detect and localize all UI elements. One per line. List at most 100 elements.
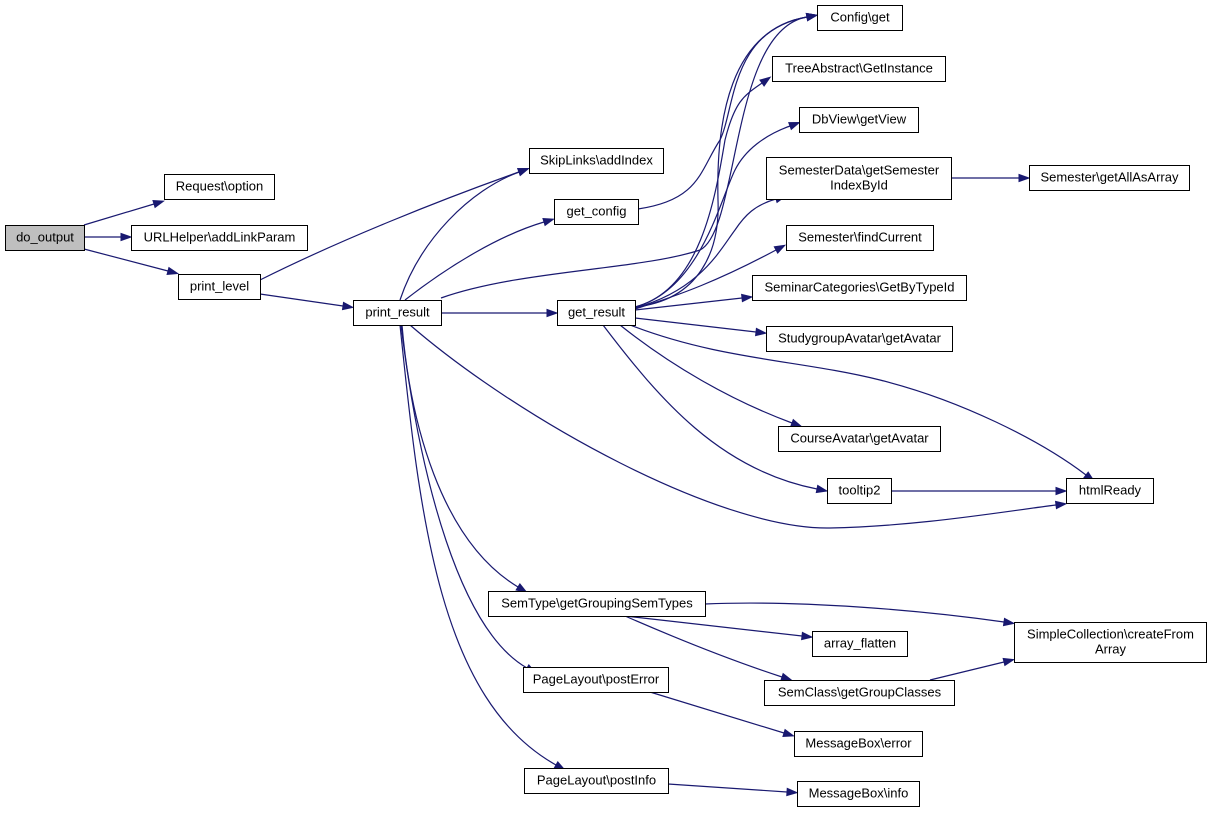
node-semtype_getgroupingsemtypes[interactable]: SemType\getGroupingSemTypes <box>488 591 706 617</box>
node-seminarcategories_getbytypeid[interactable]: SeminarCategories\GetByTypeId <box>752 275 967 301</box>
arrowhead-get_result-to-courseavatar_getavatar <box>790 418 803 428</box>
node-box-array_flatten[interactable] <box>812 631 908 657</box>
node-label-treeabstract_getinstance: TreeAbstract\GetInstance <box>785 60 933 75</box>
edge-get_result-to-studygroupavatar_getavatar <box>634 317 757 333</box>
node-box-do_output[interactable] <box>5 225 85 251</box>
arrowhead-get_result-to-config_get <box>805 12 819 22</box>
node-box-config_get[interactable] <box>817 5 903 31</box>
node-label-messagebox_info: MessageBox\info <box>809 785 909 800</box>
edge-do_output-to-request_option <box>83 203 155 226</box>
node-pagelayout_posterror[interactable]: PageLayout\postError <box>523 667 669 693</box>
node-config_get[interactable]: Config\get <box>817 5 903 31</box>
call-graph-nodes: do_output Request\optionURLHelper\addLink… <box>5 5 1207 807</box>
node-box-simplecollection_createfromarray[interactable] <box>1014 622 1207 663</box>
node-box-skiplinks_addindex[interactable] <box>529 148 664 174</box>
node-box-semesterdata_getsemesterindexbyid[interactable] <box>766 157 952 200</box>
node-dbview_getview[interactable]: DbView\getView <box>799 107 919 133</box>
edge-get_result-to-htmlready <box>629 324 1087 476</box>
edge-print_result-to-htmlready <box>409 324 1057 529</box>
node-messagebox_info[interactable]: MessageBox\info <box>797 781 920 807</box>
arrowhead-print_result-to-semtype_getgroupingsemtypes <box>515 583 528 593</box>
node-box-print_result[interactable] <box>353 300 442 326</box>
node-box-studygroupavatar_getavatar[interactable] <box>766 326 953 352</box>
node-semester_getallasarray[interactable]: Semester\getAllAsArray <box>1029 165 1190 191</box>
node-label-studygroupavatar_getavatar: StudygroupAvatar\getAvatar <box>778 330 942 345</box>
node-box-treeabstract_getinstance[interactable] <box>772 56 946 82</box>
node-label-get_result: get_result <box>568 304 625 319</box>
edge-print_result-to-pagelayout_postinfo <box>399 324 557 766</box>
node-label-simplecollection_createfromarray-line-0: SimpleCollection\createFrom <box>1027 626 1194 641</box>
node-label-request_option: Request\option <box>176 178 263 193</box>
node-label-array_flatten: array_flatten <box>824 635 896 650</box>
node-box-semester_getallasarray[interactable] <box>1029 165 1190 191</box>
node-box-seminarcategories_getbytypeid[interactable] <box>752 275 967 301</box>
node-studygroupavatar_getavatar[interactable]: StudygroupAvatar\getAvatar <box>766 326 953 352</box>
node-label-semesterdata_getsemesterindexbyid-line-1: IndexById <box>830 177 888 192</box>
edge-get_result-to-config_get <box>634 16 808 308</box>
node-box-tooltip2[interactable] <box>827 478 892 504</box>
node-box-messagebox_error[interactable] <box>794 731 923 757</box>
edge-print_result-to-pagelayout_posterror <box>400 324 528 669</box>
arrowhead-get_result-to-semester_findcurrent <box>773 244 787 255</box>
edge-semtype_getgroupingsemtypes-to-simplecollection_createfromarray <box>704 602 1005 623</box>
node-semclass_getgroupclasses[interactable]: SemClass\getGroupClasses <box>764 680 955 706</box>
node-get_result[interactable]: get_result <box>557 300 636 326</box>
arrowhead-print_result-to-get_config <box>542 218 555 227</box>
node-print_level[interactable]: print_level <box>178 274 261 300</box>
node-urlhelper_addlinkparam[interactable]: URLHelper\addLinkParam <box>131 225 308 251</box>
node-label-htmlready: htmlReady <box>1079 482 1142 497</box>
arrowhead-print_result-to-skiplinks_addindex <box>517 167 530 177</box>
node-label-tooltip2: tooltip2 <box>839 482 881 497</box>
arrowhead-tooltip2-to-htmlready <box>1055 486 1068 496</box>
node-courseavatar_getavatar[interactable]: CourseAvatar\getAvatar <box>778 426 941 452</box>
edge-print_result-to-get_config <box>404 221 545 301</box>
edge-get_result-to-treeabstract_getinstance <box>634 82 763 308</box>
node-box-urlhelper_addlinkparam[interactable] <box>131 225 308 251</box>
edge-semtype_getgroupingsemtypes-to-semclass_getgroupclasses <box>624 615 783 678</box>
edge-do_output-to-print_level <box>83 248 169 272</box>
node-box-dbview_getview[interactable] <box>799 107 919 133</box>
edge-print_level-to-print_result <box>259 293 344 307</box>
node-box-get_result[interactable] <box>557 300 636 326</box>
node-box-get_config[interactable] <box>554 199 639 225</box>
arrowhead-semtype_getgroupingsemtypes-to-simplecollection_createfromarray <box>1002 617 1016 627</box>
node-label-print_level: print_level <box>190 278 249 293</box>
node-label-semester_getallasarray: Semester\getAllAsArray <box>1041 169 1179 184</box>
arrowhead-pagelayout_posterror-to-messagebox_error <box>782 728 795 737</box>
arrowhead-print_result-to-htmlready <box>1054 500 1068 510</box>
node-tooltip2[interactable]: tooltip2 <box>827 478 892 504</box>
node-box-semtype_getgroupingsemtypes[interactable] <box>488 591 706 617</box>
node-box-htmlready[interactable] <box>1066 478 1154 504</box>
node-htmlready[interactable]: htmlReady <box>1066 478 1154 504</box>
node-label-get_config: get_config <box>567 203 627 218</box>
node-label-semtype_getgroupingsemtypes: SemType\getGroupingSemTypes <box>501 595 693 610</box>
node-box-semester_findcurrent[interactable] <box>786 225 934 251</box>
node-box-semclass_getgroupclasses[interactable] <box>764 680 955 706</box>
node-label-urlhelper_addlinkparam: URLHelper\addLinkParam <box>144 229 296 244</box>
node-pagelayout_postinfo[interactable]: PageLayout\postInfo <box>524 768 669 794</box>
node-skiplinks_addindex[interactable]: SkipLinks\addIndex <box>529 148 664 174</box>
arrowhead-semtype_getgroupingsemtypes-to-semclass_getgroupclasses <box>780 672 793 681</box>
node-get_config[interactable]: get_config <box>554 199 639 225</box>
node-box-pagelayout_postinfo[interactable] <box>524 768 669 794</box>
node-treeabstract_getinstance[interactable]: TreeAbstract\GetInstance <box>772 56 946 82</box>
node-print_result[interactable]: print_result <box>353 300 442 326</box>
node-label-semesterdata_getsemesterindexbyid-line-0: SemesterData\getSemester <box>779 162 940 177</box>
edge-semclass_getgroupclasses-to-simplecollection_createfromarray <box>929 661 1005 681</box>
node-box-pagelayout_posterror[interactable] <box>523 667 669 693</box>
node-box-request_option[interactable] <box>164 174 275 200</box>
arrowhead-do_output-to-urlhelper_addlinkparam <box>120 232 133 242</box>
node-messagebox_error[interactable]: MessageBox\error <box>794 731 923 757</box>
node-box-courseavatar_getavatar[interactable] <box>778 426 941 452</box>
arrowhead-print_level-to-print_result <box>341 301 355 311</box>
node-semester_findcurrent[interactable]: Semester\findCurrent <box>786 225 934 251</box>
node-array_flatten[interactable]: array_flatten <box>812 631 908 657</box>
node-do_output[interactable]: do_output <box>5 225 85 251</box>
node-box-print_level[interactable] <box>178 274 261 300</box>
node-label-pagelayout_posterror: PageLayout\postError <box>533 671 660 686</box>
arrowhead-do_output-to-request_option <box>152 200 165 209</box>
node-request_option[interactable]: Request\option <box>164 174 275 200</box>
node-box-messagebox_info[interactable] <box>797 781 920 807</box>
